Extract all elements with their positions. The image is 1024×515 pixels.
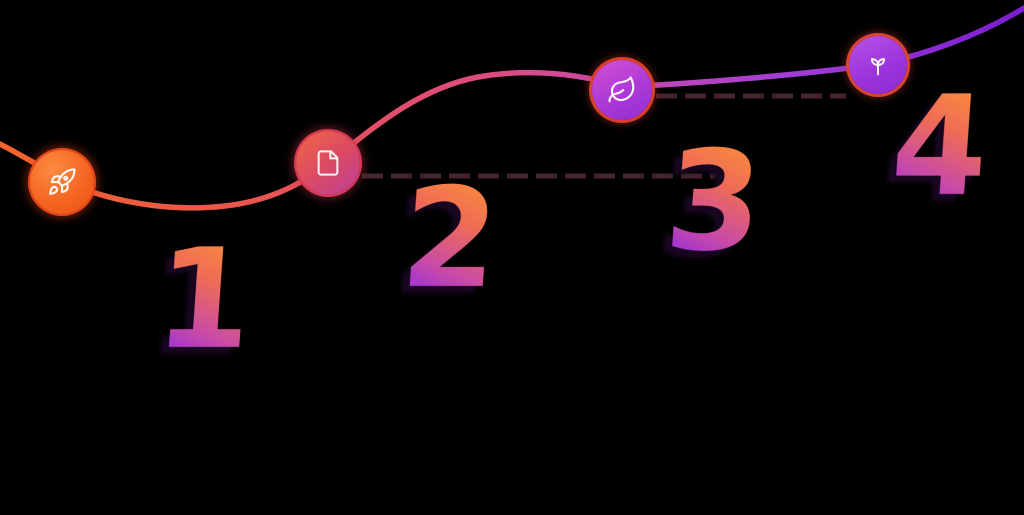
step-badge-3: [592, 60, 652, 120]
step-number-4: 4: [886, 66, 991, 227]
step-badge-2: [296, 131, 360, 195]
leaf-icon: [608, 76, 635, 103]
file-document-icon: [317, 150, 339, 176]
step-badge-1: [30, 150, 94, 214]
step-number-1: 1: [150, 219, 255, 380]
step-badge-4: [849, 36, 907, 94]
seedling-icon: [870, 58, 886, 76]
step-number-3: 3: [660, 121, 765, 282]
rocket-icon: [49, 168, 76, 195]
step-number-2: 2: [396, 158, 501, 319]
